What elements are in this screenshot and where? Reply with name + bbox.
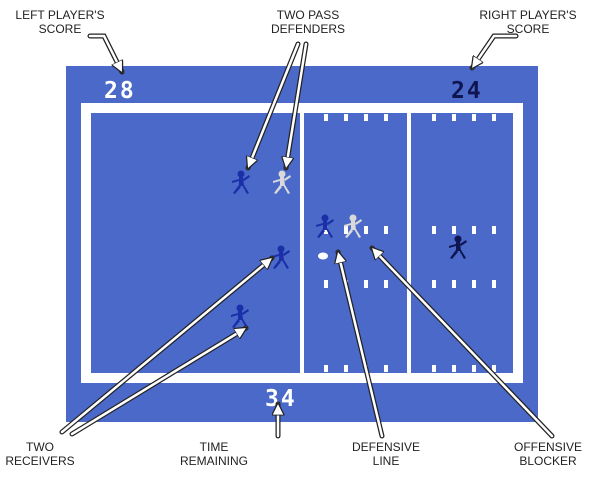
arrow-receiver-2 <box>72 328 246 434</box>
arrow-offensive-blocker <box>372 248 552 436</box>
arrow-receiver-1 <box>62 258 272 432</box>
arrow-defensive-line <box>338 252 382 436</box>
arrow-right-score <box>472 36 516 68</box>
